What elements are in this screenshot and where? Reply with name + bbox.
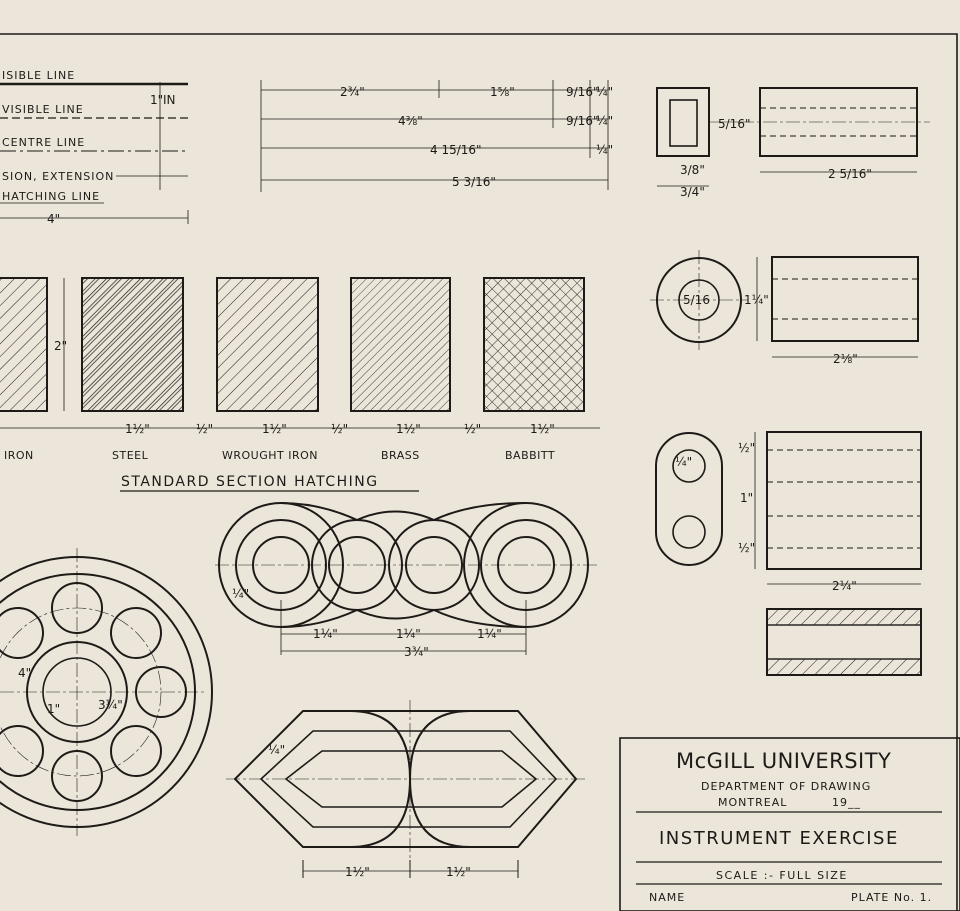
hatch-babbitt: [483, 277, 585, 412]
slot-half-top: ½": [738, 441, 755, 455]
year-field: 19__: [832, 796, 861, 809]
hex-quarter-dim: ¼": [268, 743, 285, 757]
box-height-dim: 5/16": [718, 117, 750, 131]
cylinder-3-length: 2¼": [832, 579, 857, 593]
chain-quarter-dim: ¼": [232, 587, 249, 601]
visible-line-label: ISIBLE LINE: [2, 69, 75, 82]
hatch-gap-2: ½": [331, 422, 348, 436]
department-name: DEPARTMENT OF DRAWING: [701, 780, 871, 793]
slot-half-bottom: ½": [738, 541, 755, 555]
material-wrought-iron: WROUGHT IRON: [222, 449, 318, 462]
hex-link: [226, 700, 588, 878]
dim-4-3-8: 4⅜": [398, 114, 423, 128]
dim-1-5-8: 1⅝": [490, 85, 515, 99]
hatch-gap-3: ½": [464, 422, 481, 436]
hex-pitch-2: 1½": [446, 865, 471, 879]
dim-5-3-16: 5 3/16": [452, 175, 496, 189]
bearing-dim-1: 1": [47, 702, 60, 716]
hex-pitch-1: 1½": [345, 865, 370, 879]
chain-pitch-1: 1¼": [313, 627, 338, 641]
centre-line-label: CENTRE LINE: [2, 136, 85, 149]
title-block: [619, 737, 960, 911]
dim-1-4-a: ¼": [596, 85, 613, 99]
slot-hole-dim: ¼": [675, 455, 692, 469]
plate-number: PLATE No. 1.: [851, 891, 932, 904]
cylinder-2-length: 2⅛": [833, 352, 858, 366]
hatch-width-steel: 1½": [125, 422, 150, 436]
dim-9-16-b: 9/16": [566, 114, 598, 128]
hatch-wrought-iron: [216, 277, 319, 412]
material-steel: STEEL: [112, 449, 149, 462]
scale-label: SCALE :- FULL SIZE: [716, 869, 848, 882]
bearing-dim-4: 4": [18, 666, 31, 680]
chain-pitch-2: 1¼": [396, 627, 421, 641]
ball-bearing: [0, 548, 213, 836]
top-dimension-stack: [260, 80, 609, 192]
dim-1-4-b: ¼": [596, 114, 613, 128]
dim-1-4-c: ¼": [596, 143, 613, 157]
hatch-brass: [350, 277, 451, 412]
invisible-line-label: VISIBLE LINE: [2, 103, 84, 116]
hatch-steel: [81, 277, 184, 412]
right-column-views: [650, 87, 930, 676]
chain-total: 3¾": [404, 645, 429, 659]
hatch-width-wrought: 1½": [262, 422, 287, 436]
slot-mid: 1": [740, 491, 753, 505]
spacing-unit: IN: [163, 93, 176, 107]
ring-radius-dim: 5/16: [683, 293, 710, 307]
dim-9-16-a: 9/16": [566, 85, 598, 99]
cylinder-1-length: 2 5/16": [828, 167, 872, 181]
dimension-line-label: SION, EXTENSION: [2, 170, 114, 183]
box-inner-width-dim: 3/8": [680, 163, 705, 177]
line-types-legend: ISIBLE LINE VISIBLE LINE CENTRE LINE SIO…: [0, 69, 189, 226]
dim-2-3-4: 2¾": [340, 85, 365, 99]
box-outer-width-dim: 3/4": [680, 185, 705, 199]
hatching-line-label: HATCHING LINE: [2, 190, 100, 203]
material-babbitt: BABBITT: [505, 449, 555, 462]
hatch-gap-1: ½": [196, 422, 213, 436]
section-hatching-samples: [0, 277, 600, 429]
city-name: MONTREAL: [718, 796, 787, 809]
hatch-width-brass: 1½": [396, 422, 421, 436]
sheet-border: [0, 33, 958, 911]
material-brass: BRASS: [381, 449, 420, 462]
hatch-iron: [0, 277, 48, 412]
exercise-title: INSTRUMENT EXERCISE: [659, 828, 899, 849]
spacing-value: 1": [150, 93, 163, 107]
chain-pitch-3: 1¼": [477, 627, 502, 641]
ring-diameter-dim: 1¼": [744, 293, 769, 307]
ring-chain: [215, 502, 600, 655]
hatch-width-babbitt: 1½": [530, 422, 555, 436]
university-name: McGILL UNIVERSITY: [676, 749, 891, 773]
overall-length-value: 4": [47, 212, 60, 226]
dim-4-15-16: 4 15/16": [430, 143, 482, 157]
bearing-dim-3-1-4: 3¼": [98, 698, 123, 712]
material-iron: IRON: [4, 449, 34, 462]
name-label: NAME: [649, 891, 685, 904]
hatch-height-dim: 2": [54, 339, 67, 353]
hatching-title: STANDARD SECTION HATCHING: [121, 474, 379, 490]
